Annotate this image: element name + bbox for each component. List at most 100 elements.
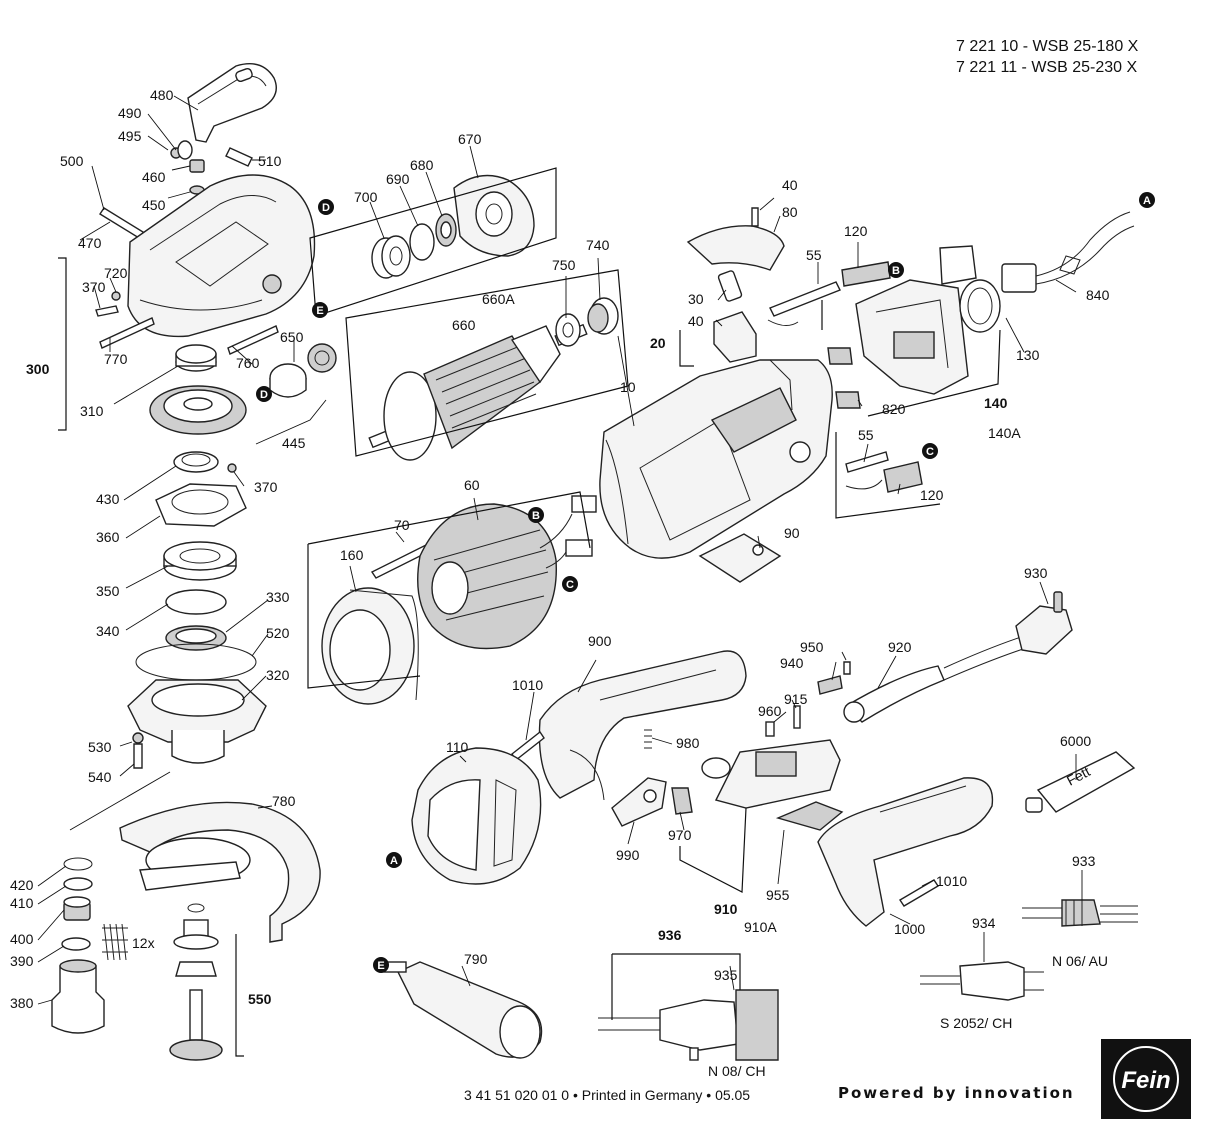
label-370b: 370 (254, 479, 278, 495)
svg-text:A: A (1143, 195, 1151, 207)
label-510: 510 (258, 153, 282, 169)
label-550: 550 (248, 991, 272, 1007)
label-110: 110 (446, 739, 469, 755)
cover-110 (411, 747, 542, 885)
bracket-300 (58, 257, 67, 431)
ring-690 (409, 223, 435, 261)
label-740: 740 (586, 237, 610, 253)
wire-field-b (539, 513, 573, 549)
label-130: 130 (1016, 347, 1040, 363)
handle-900 (538, 650, 747, 801)
label-670: 670 (458, 131, 482, 147)
frame-660a (345, 269, 629, 457)
label-520: 520 (266, 625, 290, 641)
label-20: 20 (650, 335, 666, 351)
connector-b (571, 495, 597, 513)
baffle-160 (321, 587, 419, 705)
guard-780 (119, 801, 321, 943)
label-934: 934 (972, 915, 996, 931)
label-360: 360 (96, 529, 120, 545)
label-970: 970 (668, 827, 692, 843)
marker-b-field: B (528, 507, 544, 523)
springs-12x (102, 923, 128, 961)
label-120b: 120 (920, 487, 944, 503)
bearing-750 (555, 313, 581, 347)
wire-55a (767, 319, 799, 326)
side-handle-790 (383, 961, 543, 1059)
label-935: 935 (714, 967, 738, 983)
label-490: 490 (118, 105, 142, 121)
model-line-2: 7 221 11 - WSB 25-230 X (956, 59, 1138, 76)
label-980: 980 (676, 735, 700, 751)
washer-720 (111, 291, 121, 301)
plug-935 (598, 989, 779, 1061)
lever-480 (187, 63, 277, 143)
label-310: 310 (80, 403, 104, 419)
bearing-700 (371, 235, 411, 279)
bracket-20 (679, 330, 694, 367)
label-760: 760 (236, 355, 260, 371)
spring-980 (644, 729, 652, 749)
label-90: 90 (784, 525, 800, 541)
svg-text:A: A (390, 855, 398, 867)
tagline: Powered by innovation (838, 1084, 1075, 1102)
frame-660a-top (309, 167, 557, 317)
label-1010a: 1010 (512, 677, 543, 693)
terminal-120b (883, 461, 923, 493)
crown-gear (149, 385, 247, 435)
terminal-120a (841, 261, 891, 287)
bearing-350 (163, 541, 237, 581)
handle-1000 (817, 777, 994, 927)
clamp-940 (817, 661, 851, 695)
spindle-550 (169, 903, 223, 1061)
frame-140 (821, 300, 1001, 417)
wire-field-c (545, 551, 567, 569)
bracket-936 (611, 953, 741, 1020)
label-70: 70 (394, 517, 410, 533)
label-10: 10 (620, 379, 636, 395)
plug-934 (920, 961, 1044, 1001)
label-380: 380 (10, 995, 34, 1011)
svg-text:C: C (566, 579, 574, 591)
connector-55b (845, 451, 889, 473)
brush-30 (717, 270, 743, 302)
label-330: 330 (266, 589, 290, 605)
label-12x: 12x (132, 935, 155, 951)
brush-holder-20 (713, 311, 757, 363)
label-940: 940 (780, 655, 804, 671)
frame-160 (307, 491, 591, 689)
label-955: 955 (766, 887, 790, 903)
svg-text:E: E (377, 960, 384, 972)
label-470: 470 (78, 235, 102, 251)
plug-933 (1022, 899, 1138, 927)
connector-955 (775, 801, 844, 831)
marker-e-top: E (312, 302, 328, 318)
label-680: 680 (410, 157, 434, 173)
label-60: 60 (464, 477, 480, 493)
svg-text:E: E (316, 305, 323, 317)
marker-d-top: D (318, 199, 334, 215)
label-430: 430 (96, 491, 120, 507)
note-n08: N 08/ CH (708, 1063, 766, 1079)
note-s2052: S 2052/ CH (940, 1015, 1012, 1031)
label-780: 780 (272, 793, 296, 809)
label-700: 700 (354, 189, 378, 205)
marker-a-cover: A (386, 852, 402, 868)
grease-6000: Fett (1025, 751, 1136, 813)
model-numbers: 7 221 10 - WSB 25-180 X 7 221 11 - WSB 2… (956, 36, 1138, 78)
label-6000: 6000 (1060, 733, 1091, 749)
marker-a-harness: A (1139, 192, 1155, 208)
label-910: 910 (714, 901, 738, 917)
label-410: 410 (10, 895, 34, 911)
label-540: 540 (88, 769, 112, 785)
wire-55b (845, 479, 883, 490)
label-320: 320 (266, 667, 290, 683)
label-160: 160 (340, 547, 364, 563)
connector-c (565, 539, 593, 557)
motor-housing-10 (599, 359, 833, 559)
ring-420 (63, 857, 93, 871)
label-1010b: 1010 (936, 873, 967, 889)
field-60 (417, 503, 557, 650)
label-840: 840 (1086, 287, 1110, 303)
gasket-130 (959, 279, 1001, 333)
